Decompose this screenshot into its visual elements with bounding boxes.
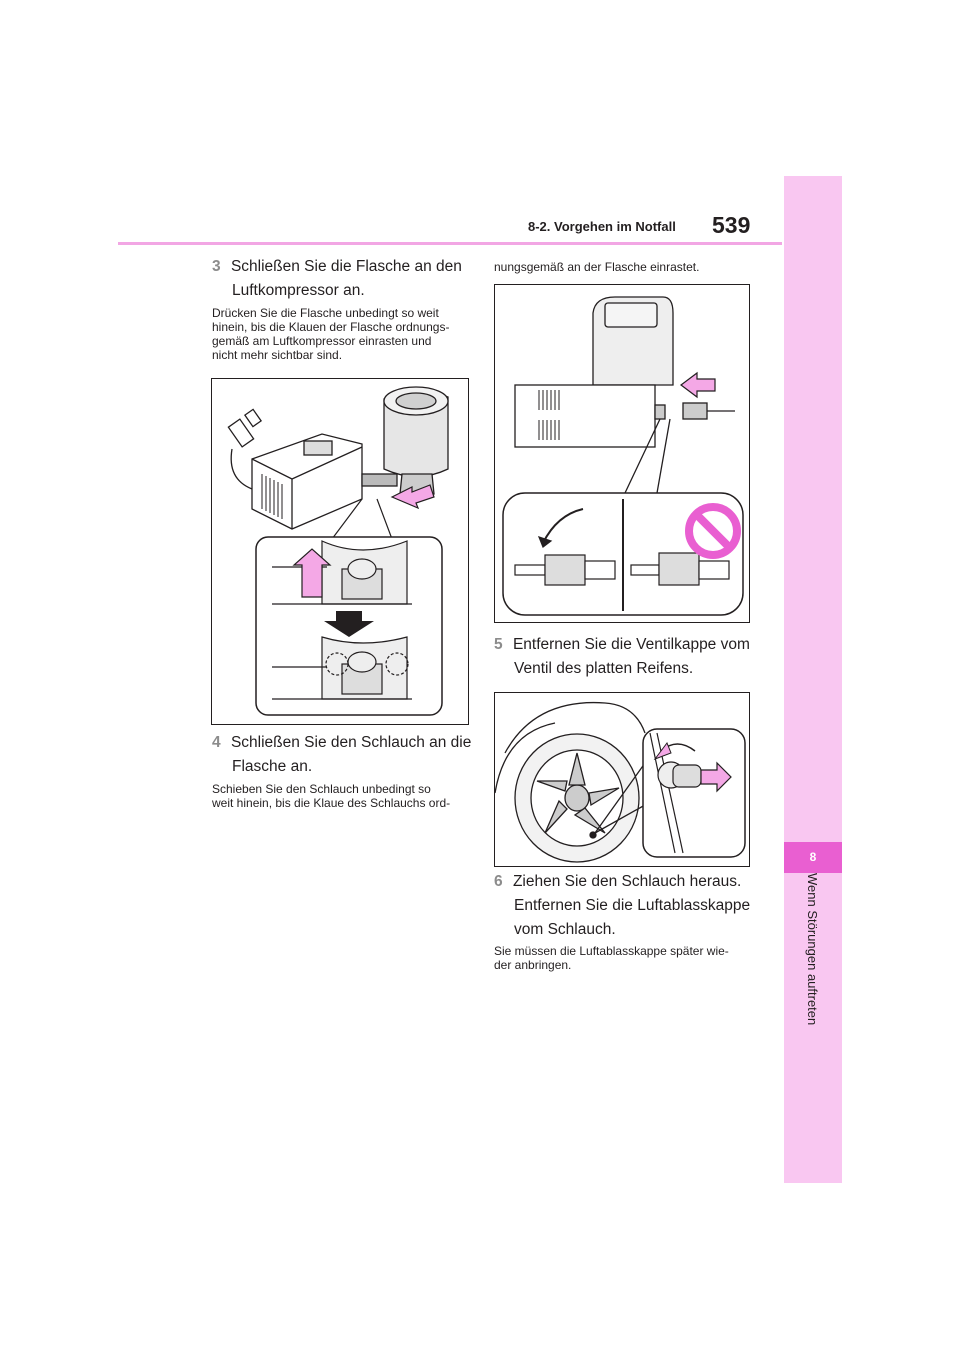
note-line: Drücken Sie die Flasche unbedingt so wei… [212, 306, 439, 320]
step-4: 4 Schließen Sie den Schlauch an die [212, 730, 471, 755]
note-line: Schieben Sie den Schlauch unbedingt so [212, 782, 431, 796]
step-5-line2: Ventil des platten Reifens. [514, 660, 694, 677]
step-text: Schließen Sie die Flasche an den [230, 258, 462, 275]
step-number: 5 [494, 636, 503, 653]
note-line: hinein, bis die Klauen der Flasche ordnu… [212, 320, 450, 334]
step-text: Entfernen Sie die Ventilkappe vom [512, 636, 750, 653]
step-4-line2: Flasche an. [232, 758, 313, 775]
chapter-number: 8 [784, 842, 842, 873]
step-3: 3 Schließen Sie die Flasche an den [212, 254, 462, 279]
step-3-line2: Luftkompressor an. [232, 282, 365, 299]
figure-valve-cap [494, 692, 750, 867]
step-number: 4 [212, 734, 221, 751]
section-title: 8-2. Vorgehen im Notfall [528, 219, 676, 234]
header-rule [118, 242, 782, 245]
step-6-note: Sie müssen die Luftablasskappe später wi… [494, 944, 729, 972]
note-line: nicht mehr sichtbar sind. [212, 348, 343, 362]
step-number: 6 [494, 873, 503, 890]
figure-hose-connection [494, 284, 750, 623]
step-3-note: Drücken Sie die Flasche unbedingt so wei… [212, 306, 449, 362]
step-6-line3: vom Schlauch. [514, 921, 616, 938]
step-5: 5 Entfernen Sie die Ventilkappe vom [494, 632, 750, 657]
note-line: der anbringen. [494, 958, 572, 972]
side-tab-lower [784, 873, 842, 1183]
figure-compressor-bottle [211, 378, 469, 725]
note-line: weit hinein, bis die Klaue des Schlauchs… [212, 796, 451, 810]
step-text: Schließen Sie den Schlauch an die [230, 734, 472, 751]
step-number: 3 [212, 258, 221, 275]
page-number: 539 [712, 212, 751, 238]
note-line: Sie müssen die Luftablasskappe später wi… [494, 944, 729, 958]
step-4-note-continued: nungsgemäß an der Flasche einrastet. [494, 260, 700, 274]
chapter-title: Wenn Störungen auftreten [805, 873, 820, 1026]
side-tab [784, 176, 842, 842]
step-text: Ziehen Sie den Schlauch heraus. [512, 873, 742, 890]
step-4-note: Schieben Sie den Schlauch unbedingt so w… [212, 782, 450, 810]
step-6: 6 Ziehen Sie den Schlauch heraus. [494, 869, 741, 894]
step-6-line2: Entfernen Sie die Luftablasskappe [514, 897, 751, 914]
note-line: gemäß am Luftkompressor einrasten und [212, 334, 432, 348]
